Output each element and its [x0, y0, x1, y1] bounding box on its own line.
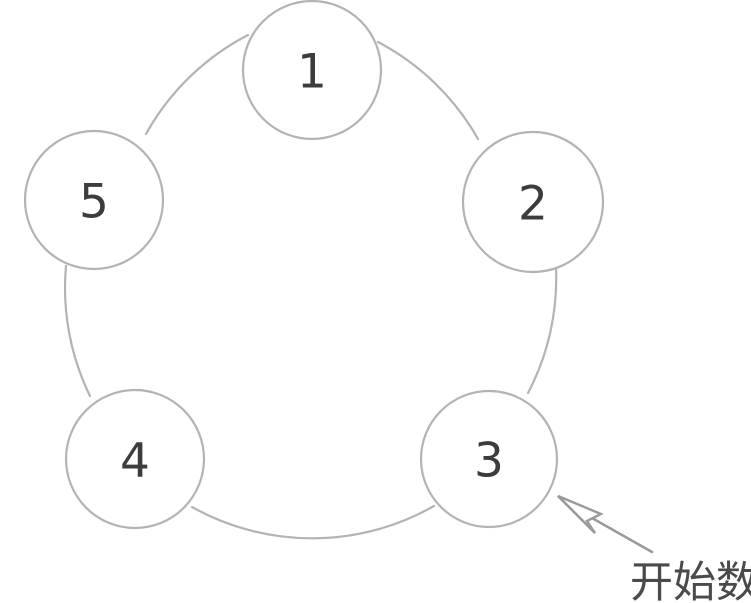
node-4-label: 4 [120, 434, 150, 489]
node-1-circle[interactable] [241, 0, 383, 141]
node-4-circle[interactable] [64, 388, 206, 530]
node-1[interactable]: 1 [241, 0, 383, 141]
node-3-label: 3 [474, 434, 504, 489]
edge-1-2-arc [376, 40, 480, 141]
pointer-shaft [590, 516, 654, 554]
node-5-label: 5 [79, 175, 109, 230]
annotation-pointer [557, 494, 654, 554]
node-2-label: 2 [518, 177, 548, 232]
node-group: 1 2 3 4 5 [23, 0, 605, 530]
annotation-label: 开始数 [630, 558, 751, 603]
edge-3-4-arc [190, 504, 436, 540]
edge-2-3-arc [526, 266, 558, 395]
edge-group [63, 33, 558, 540]
node-5[interactable]: 5 [23, 129, 165, 271]
edge-4-5-arc [63, 264, 92, 398]
node-3-circle[interactable] [419, 389, 559, 529]
node-2[interactable]: 2 [461, 130, 605, 274]
node-4[interactable]: 4 [64, 388, 206, 530]
node-2-circle[interactable] [461, 130, 605, 274]
node-3[interactable]: 3 [419, 389, 559, 529]
node-5-circle[interactable] [23, 129, 165, 271]
node-1-label: 1 [297, 45, 327, 100]
arrow-head-inner-icon [557, 495, 596, 534]
edge-5-1-arc [144, 33, 250, 136]
